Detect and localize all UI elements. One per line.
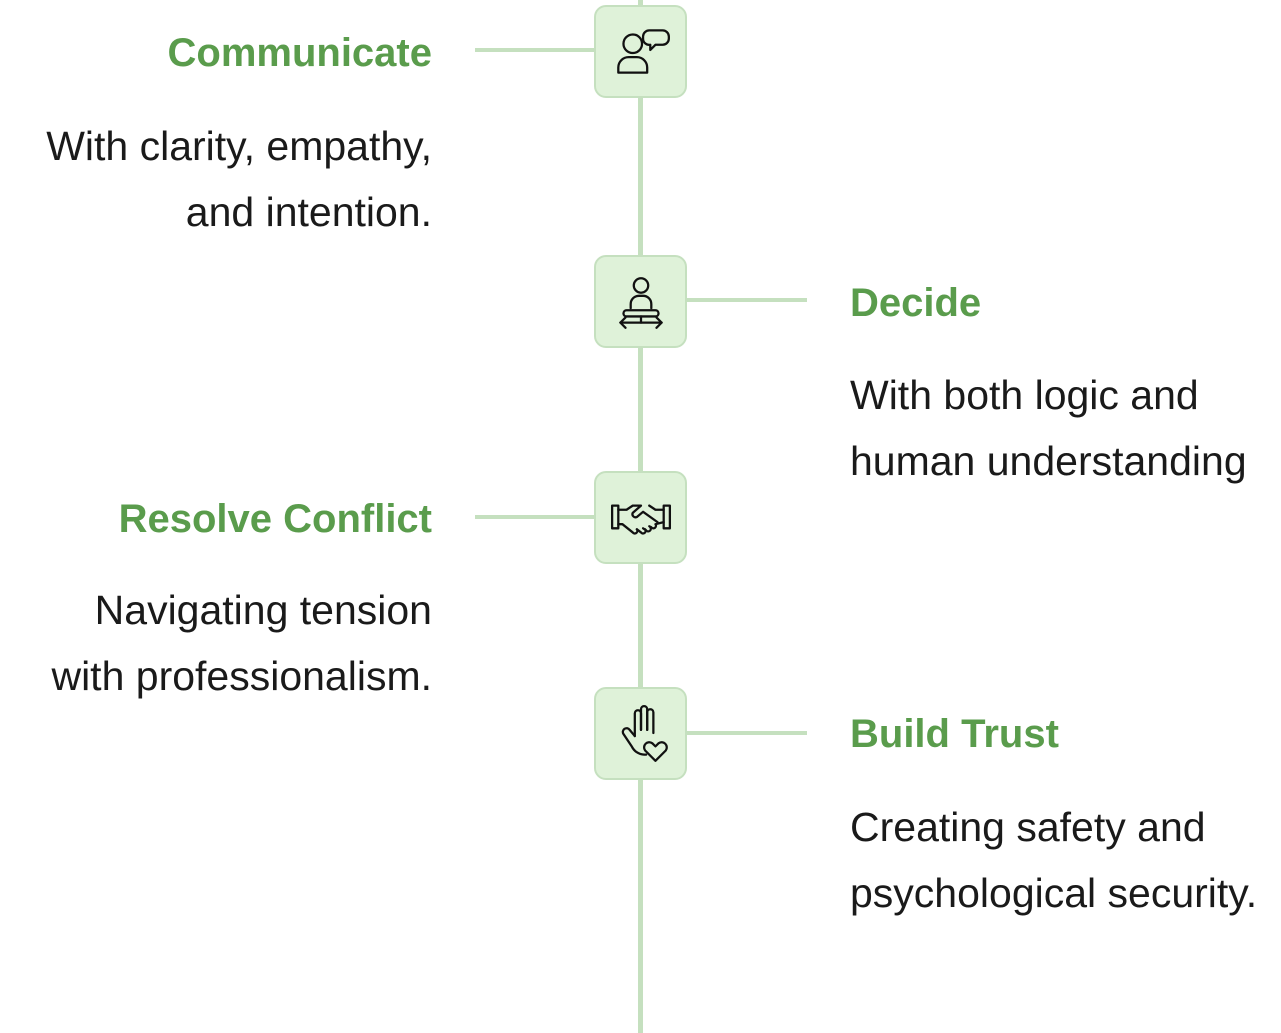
connector-communicate: [475, 48, 595, 52]
step-description-communicate: With clarity, empathy, and intention.: [46, 113, 432, 245]
hand-heart-icon: [621, 704, 668, 762]
description-line: and intention.: [185, 189, 432, 235]
description-line: Creating safety and: [850, 804, 1206, 850]
step-description-decide: With both logic and human understanding: [850, 362, 1247, 494]
description-line: With both logic and: [850, 372, 1199, 418]
decide-person-arrows-icon: [618, 276, 663, 329]
step-title-communicate: Communicate: [167, 31, 433, 75]
step-description-resolve-conflict: Navigating tension with professionalism.: [51, 577, 432, 709]
step-title-decide: Decide: [850, 281, 982, 325]
description-line: human understanding: [850, 438, 1247, 484]
node-build-trust: [594, 687, 687, 780]
step-description-build-trust: Creating safety and psychological securi…: [850, 794, 1257, 926]
description-line: psychological security.: [850, 870, 1258, 916]
step-title-resolve-conflict: Resolve Conflict: [118, 497, 432, 541]
connector-resolve-conflict: [475, 515, 595, 519]
node-resolve-conflict: [594, 471, 687, 564]
node-communicate: [594, 5, 687, 98]
node-decide: [594, 255, 687, 348]
connector-build-trust: [686, 731, 807, 735]
connector-decide: [686, 298, 807, 302]
description-line: Navigating tension: [94, 587, 432, 633]
step-title-build-trust: Build Trust: [850, 712, 1059, 756]
description-line: With clarity, empathy,: [46, 123, 432, 169]
description-line: with professionalism.: [51, 653, 432, 699]
communicate-people-speech-icon: [616, 28, 670, 74]
handshake-icon: [610, 503, 671, 535]
